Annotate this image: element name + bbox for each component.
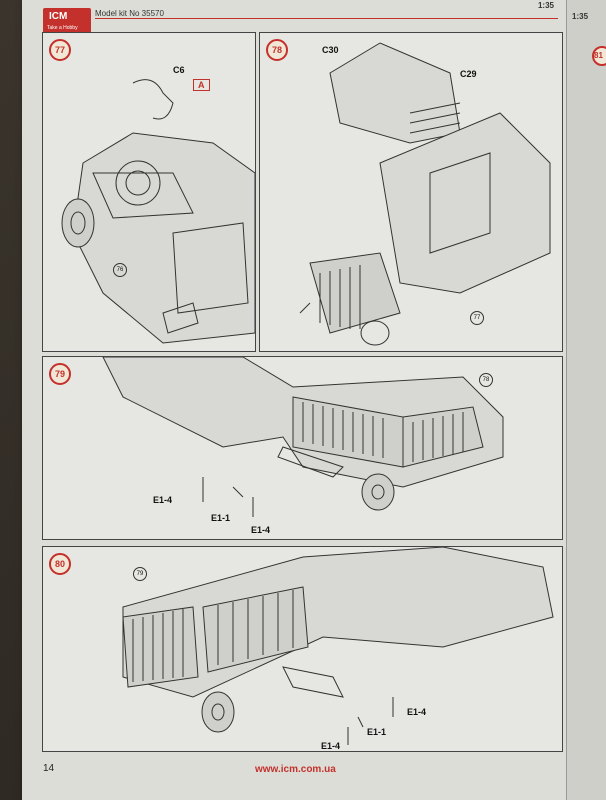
part-e1-1: E1-1 <box>211 513 231 523</box>
step-79-drawing <box>102 357 504 517</box>
step-77-panel: 77 C6 A 76 <box>42 32 256 352</box>
header-rule <box>95 18 558 19</box>
ref-step-79: 79 <box>133 567 147 581</box>
step-number: 79 <box>49 363 71 385</box>
scale-label: 1:35 <box>537 1 554 10</box>
part-c6: C6 <box>173 65 185 75</box>
part-e1-1: E1-1 <box>367 727 387 737</box>
step-80-panel: 80 79 E1-4 E1-1 E1-4 <box>42 546 563 752</box>
part-c29: C29 <box>460 69 477 79</box>
model-kit-number: Model kit No 35570 <box>95 9 164 18</box>
part-c30: C30 <box>322 45 339 55</box>
step-79-panel: 79 78 E1-4 E1-1 E1-4 <box>42 356 563 540</box>
next-page-scale: 1:35 <box>572 12 589 21</box>
step-78-drawing <box>299 42 551 346</box>
step-number: 78 <box>266 39 288 61</box>
step-78-panel: 78 C30 C29 77 <box>259 32 563 352</box>
part-e1-4-a: E1-4 <box>153 495 173 505</box>
next-page-step-number: 81 <box>592 46 606 66</box>
ref-step-77: 77 <box>470 311 484 325</box>
step-77-drawing <box>61 79 255 344</box>
website-link[interactable]: www.icm.com.ua <box>255 764 336 775</box>
part-e1-4-a: E1-4 <box>407 707 427 717</box>
part-e1-4-b: E1-4 <box>321 741 341 751</box>
callout-a: A <box>193 79 210 91</box>
ref-step-76: 76 <box>113 263 127 277</box>
step-80-drawing <box>122 547 554 745</box>
ref-step-78: 78 <box>479 373 493 387</box>
part-e1-4-b: E1-4 <box>251 525 271 535</box>
step-number: 77 <box>49 39 71 61</box>
page-number: 14 <box>43 763 55 774</box>
next-page-edge <box>566 0 606 800</box>
step-number: 80 <box>49 553 71 575</box>
